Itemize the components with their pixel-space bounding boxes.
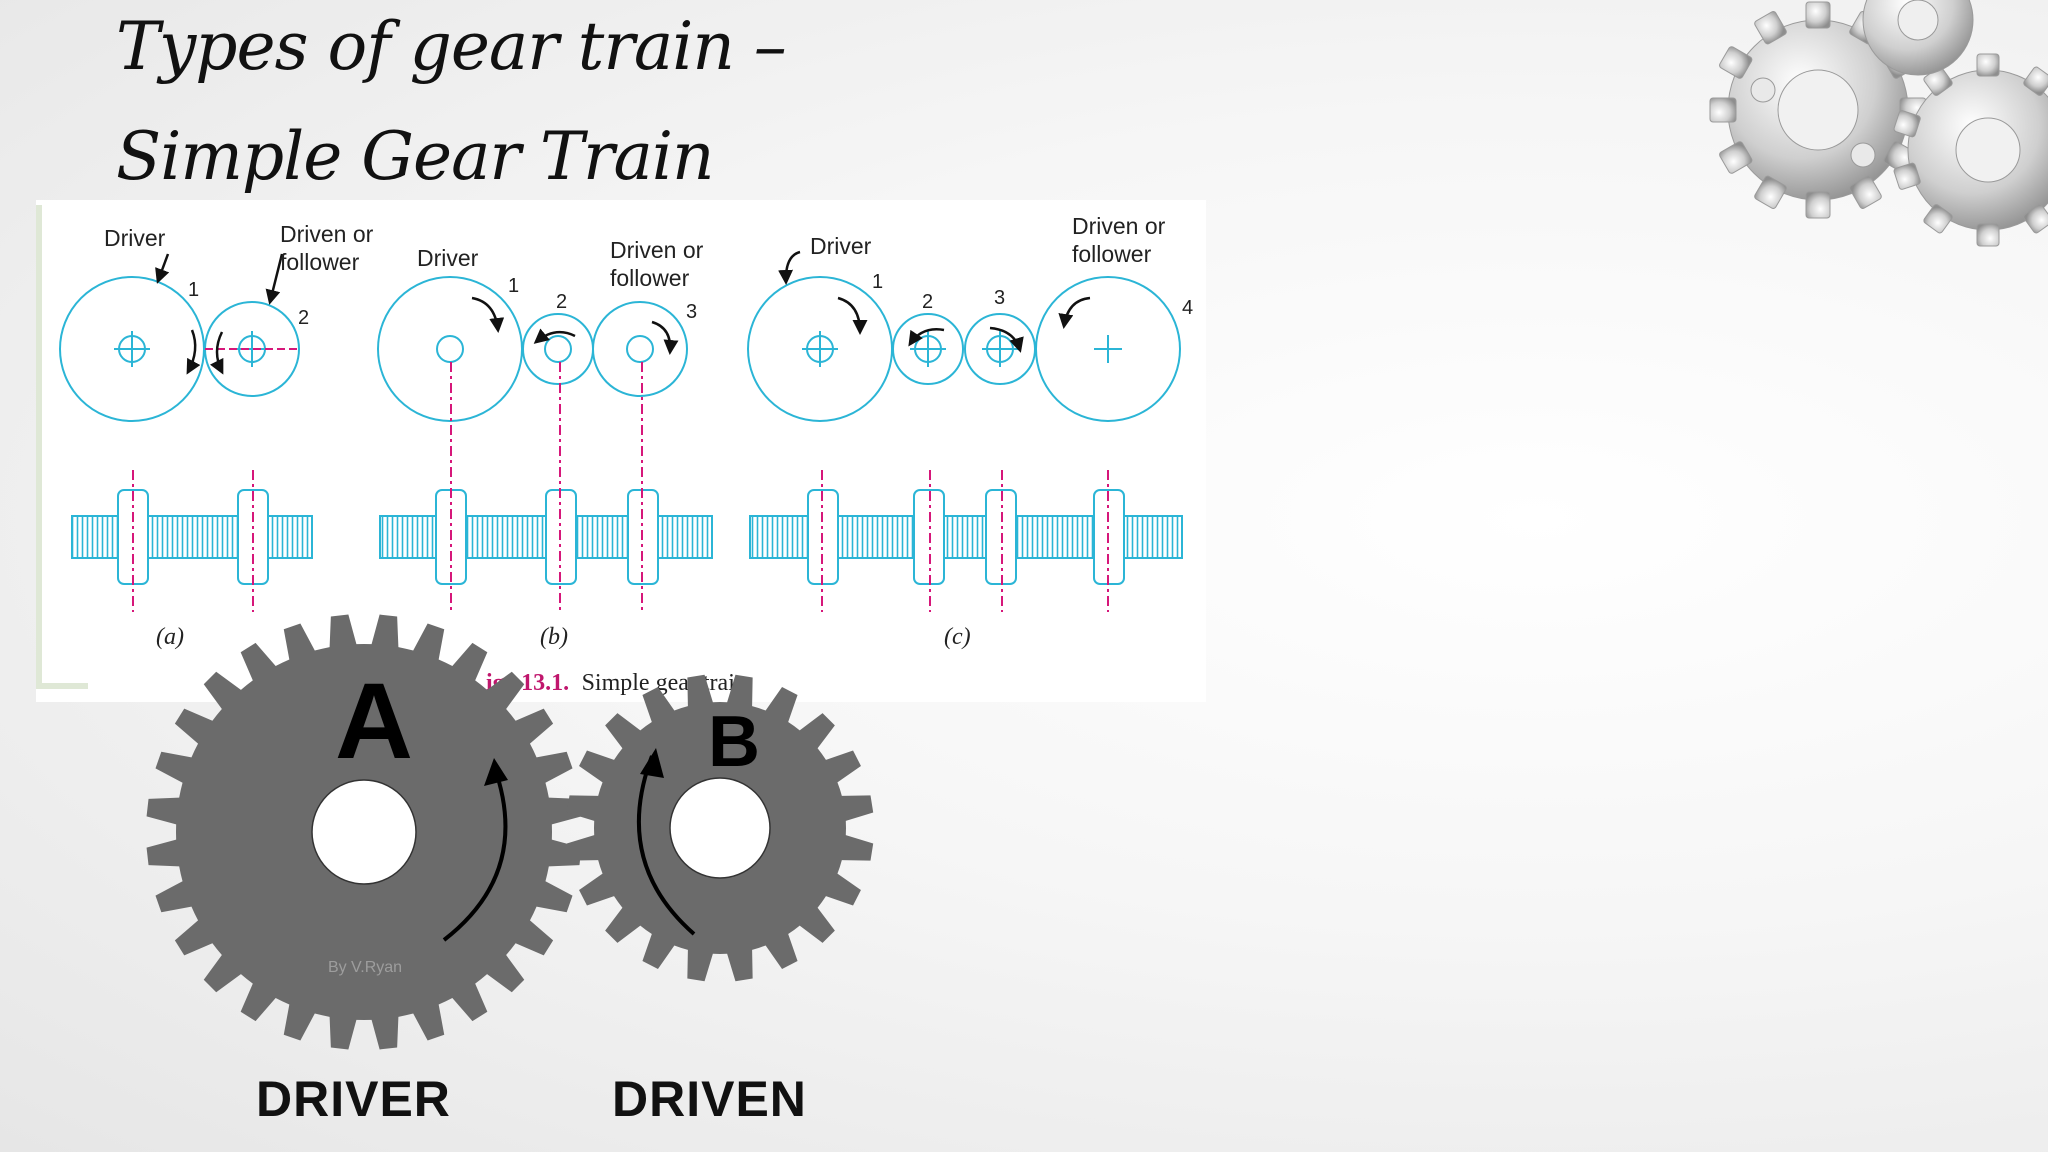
gear-a-letter: A xyxy=(335,660,413,781)
panel-a-gear-number-1: 1 xyxy=(188,279,199,301)
panel-b-arrows xyxy=(471,296,679,355)
panel-b-driven-label-1: Driven or xyxy=(610,237,704,263)
gear-a-rotation-arrow xyxy=(442,765,508,942)
panel-c-driven-label-2: follower xyxy=(1072,241,1152,267)
panel-c-gear-number-2: 2 xyxy=(922,291,933,313)
panel-b-driven-label-2: follower xyxy=(610,265,690,291)
panel-b-gear-number-1: 1 xyxy=(508,275,519,297)
gear-b-driven xyxy=(566,674,874,982)
panel-c-sublabel: (c) xyxy=(944,624,971,650)
driven-label: DRIVEN xyxy=(612,1071,807,1127)
panel-c-gear-number-1: 1 xyxy=(872,271,883,293)
panel-b-sublabel: (b) xyxy=(540,624,568,650)
gear-b-bore xyxy=(669,777,771,879)
title-line-2: Simple Gear Train xyxy=(116,118,714,195)
panel-a-sublabel: (a) xyxy=(156,624,184,650)
panel-b-gear-number-3: 3 xyxy=(686,301,697,323)
gear-a-bore xyxy=(311,779,417,885)
panel-a xyxy=(59,276,313,612)
panel-c-driven-label-1: Driven or xyxy=(1072,213,1166,239)
gear-a-driver xyxy=(146,614,582,1050)
panel-a-driven-label-1: Driven or xyxy=(280,221,374,247)
slide-title: Types of gear train – Simple Gear Train xyxy=(116,0,787,212)
panel-c-gear-number-3: 3 xyxy=(994,287,1005,309)
caption-text: Simple gear train. xyxy=(582,670,753,696)
credit-watermark: By V.Ryan xyxy=(328,959,402,976)
panel-a-arrows xyxy=(155,253,284,375)
textbook-figure xyxy=(36,200,1206,702)
panel-b-gear-number-2: 2 xyxy=(556,291,567,313)
panel-b xyxy=(377,276,713,612)
gear-b-arrowhead xyxy=(640,748,664,778)
panel-c-driver-label: Driver xyxy=(810,233,872,259)
gear-b-rotation-arrow xyxy=(636,755,696,936)
panel-c xyxy=(747,276,1183,612)
gear-a-arrowhead xyxy=(484,758,508,786)
caption-number: 13.1. xyxy=(521,670,569,696)
panel-a-driven-label-2: follower xyxy=(280,249,360,275)
decorative-cogs-image xyxy=(1709,0,2048,247)
figure-bracket xyxy=(36,205,88,689)
panel-a-driver-label: Driver xyxy=(104,225,166,251)
panel-c-arrows xyxy=(778,250,1091,353)
panel-b-driver-label: Driver xyxy=(417,245,479,271)
gear-b-letter: B xyxy=(708,702,760,782)
title-line-1: Types of gear train – xyxy=(116,8,787,85)
panel-c-gear-number-4: 4 xyxy=(1182,297,1193,319)
panel-a-gear-number-2: 2 xyxy=(298,307,309,329)
driver-label: DRIVER xyxy=(256,1071,451,1127)
